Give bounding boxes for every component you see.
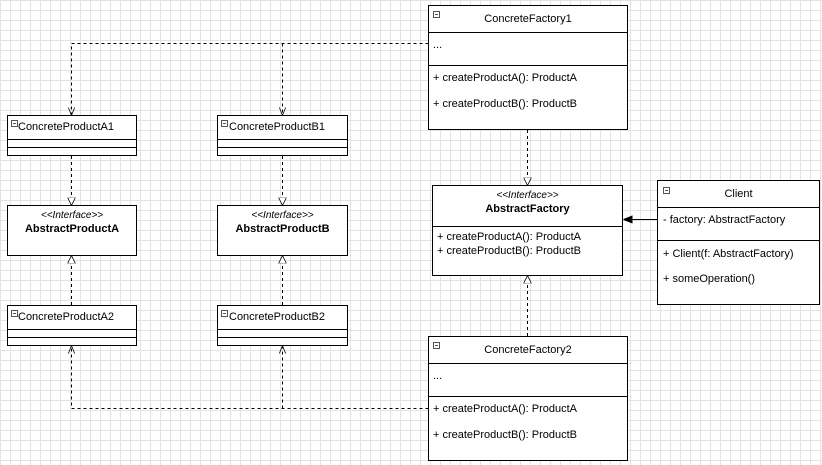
class-collapse-icon[interactable] (433, 342, 440, 349)
dependency-cf2-to-a2 (72, 346, 429, 409)
dependency-cf1-to-a1 (72, 43, 429, 116)
concrete-factory2-class[interactable]: ConcreteFactory2 ... + createProductA():… (428, 336, 628, 461)
method: + someOperation() (663, 273, 756, 285)
method: + createProductA(): ProductA (433, 403, 577, 415)
class-name: ConcreteProductA2 (18, 311, 114, 323)
abstract-product-b-interface[interactable]: <<Interface>> AbstractProductB (217, 205, 348, 256)
divider (8, 139, 136, 140)
interface-name: AbstractProductB (235, 223, 330, 235)
attribute: - factory: AbstractFactory (663, 214, 786, 226)
concrete-product-a2-class[interactable]: ConcreteProductA2 (7, 305, 137, 346)
divider (433, 226, 622, 227)
concrete-product-b2-class[interactable]: ConcreteProductB2 (217, 305, 348, 346)
divider (218, 139, 347, 140)
class-name: ConcreteFactory1 (484, 13, 572, 25)
method: + createProductB(): ProductB (437, 245, 581, 257)
method: + createProductB(): ProductB (433, 98, 577, 110)
divider (429, 363, 627, 364)
attribute: ... (433, 39, 443, 51)
class-collapse-icon[interactable] (663, 187, 670, 194)
method: + createProductA(): ProductA (437, 231, 581, 243)
interface-name: AbstractProductA (24, 223, 120, 235)
class-name: ConcreteFactory2 (484, 344, 572, 356)
divider (658, 207, 819, 208)
class-name: Client (724, 188, 753, 200)
divider (218, 147, 347, 148)
class-name: ConcreteProductB2 (229, 311, 325, 323)
stereotype-label: <<Interface>> (40, 210, 104, 221)
method: + Client(f: AbstractFactory) (663, 248, 794, 260)
concrete-product-b1-class[interactable]: ConcreteProductB1 (217, 115, 348, 156)
class-collapse-icon[interactable] (221, 120, 228, 127)
class-collapse-icon[interactable] (11, 310, 18, 317)
divider (429, 32, 627, 33)
concrete-factory1-class[interactable]: ConcreteFactory1 ... + createProductA():… (428, 5, 628, 130)
method: + createProductB(): ProductB (433, 429, 577, 441)
concrete-product-a1-class[interactable]: ConcreteProductA1 (7, 115, 137, 156)
divider (429, 396, 627, 397)
interface-name: AbstractFactory (485, 203, 570, 215)
divider (658, 240, 819, 241)
abstract-product-a-interface[interactable]: <<Interface>> AbstractProductA (7, 205, 137, 256)
attribute: ... (433, 370, 443, 382)
class-collapse-icon[interactable] (433, 11, 440, 18)
stereotype-label: <<Interface>> (496, 190, 559, 201)
abstract-factory-interface[interactable]: <<Interface>> AbstractFactory + createPr… (432, 185, 623, 276)
class-name: ConcreteProductB1 (229, 121, 325, 133)
class-collapse-icon[interactable] (11, 120, 18, 127)
method: + createProductA(): ProductA (433, 72, 577, 84)
stereotype-label: <<Interface>> (251, 210, 314, 221)
divider (218, 329, 347, 330)
class-collapse-icon[interactable] (221, 310, 228, 317)
divider (429, 65, 627, 66)
client-class[interactable]: Client - factory: AbstractFactory + Clie… (657, 180, 820, 305)
class-name: ConcreteProductA1 (18, 121, 114, 133)
divider (8, 147, 136, 148)
divider (218, 337, 347, 338)
divider (8, 329, 136, 330)
divider (8, 337, 136, 338)
